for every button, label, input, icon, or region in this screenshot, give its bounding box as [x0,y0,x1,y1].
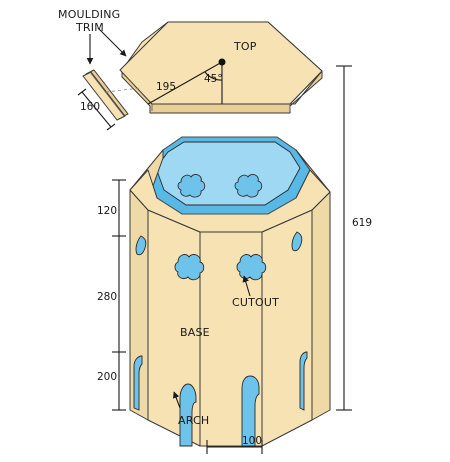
cutout-side-right [291,231,303,252]
arch-side-right [299,351,308,411]
left-dimensions [112,179,126,411]
height-total-label: 619 [352,217,372,229]
base-body [129,136,331,447]
trim-label: TRIM [75,21,104,34]
width-dimension [206,440,263,454]
cutout-label: CUTOUT [232,296,279,309]
arch-arrow [172,391,181,409]
arch-front-left [179,383,197,447]
moulding-trim-piece [77,69,141,131]
arch-side-left [133,355,143,411]
base-label: BASE [180,326,210,339]
trim-length-label: 160 [80,101,100,113]
arch-front-right [241,375,260,447]
top-panel [119,21,323,114]
segment-bottom-label: 200 [97,371,117,383]
height-dimension [336,65,352,411]
cutout-back-left [177,174,206,198]
segment-top-label: 120 [97,205,117,217]
cutout-front-right [236,254,267,281]
cutout-side-left [135,235,147,256]
angle-label: 45° [204,73,223,85]
trim-arrow [97,27,127,57]
arch-label: ARCH [178,414,209,427]
radius-line [147,61,223,105]
radius-label: 195 [156,81,176,93]
width-label: 100 [242,435,262,447]
center-point [218,58,226,66]
segment-middle-label: 280 [97,291,117,303]
cutout-front-left [174,254,205,281]
top-label: TOP [233,40,257,53]
angle-arc [204,71,223,81]
moulding-label: MOULDING [58,8,120,21]
cutout-arrow [242,275,251,297]
cutout-back-right [234,174,263,198]
